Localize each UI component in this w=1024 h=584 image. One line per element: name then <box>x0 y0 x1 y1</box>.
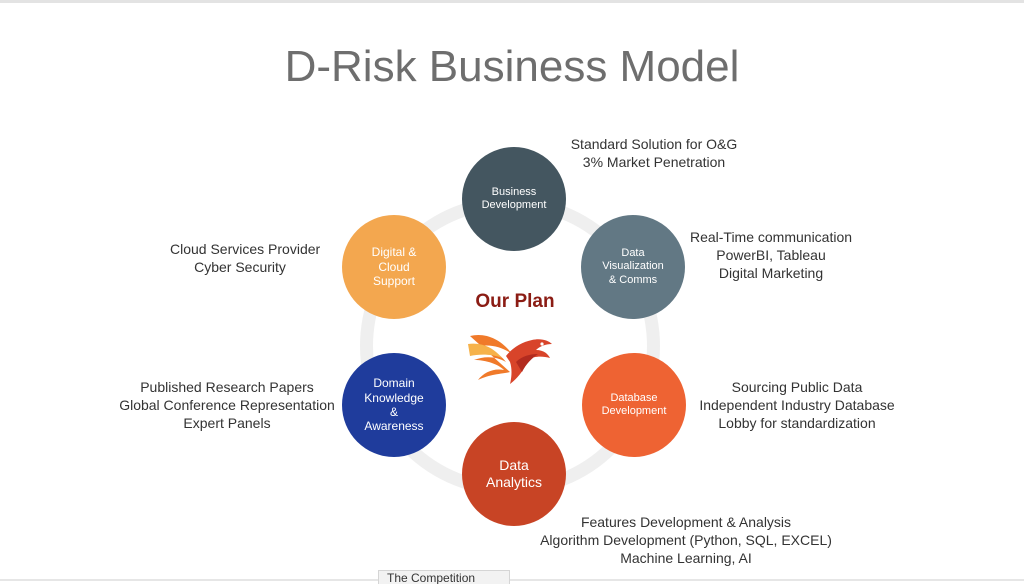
note-line: Global Conference Representation <box>119 397 335 413</box>
note-line: Cyber Security <box>194 259 286 275</box>
note-line: 3% Market Penetration <box>582 154 726 170</box>
phoenix-bird-icon <box>468 334 552 384</box>
node-data-visualization: Data Visualization & Comms <box>581 215 685 319</box>
bottom-divider <box>0 579 1024 581</box>
node-data-analytics: Data Analytics <box>462 422 566 526</box>
note-line: Independent Industry Database <box>699 397 895 413</box>
note-line: Standard Solution for O&G <box>570 136 738 152</box>
note-line: Algorithm Development (Python, SQL, EXCE… <box>540 532 832 548</box>
next-slide-tab[interactable]: The Competition <box>378 570 510 584</box>
node-business-development: Business Development <box>462 147 566 251</box>
note-digital-cloud: Cloud Services Provider Cyber Security <box>170 240 321 276</box>
note-business-development: Standard Solution for O&G 3% Market Pene… <box>560 135 748 171</box>
node-domain-knowledge: Domain Knowledge & Awareness <box>342 353 446 457</box>
center-label: Our Plan <box>475 291 555 312</box>
node-digital-cloud: Digital & Cloud Support <box>342 215 446 319</box>
note-line: Sourcing Public Data <box>731 379 863 395</box>
note-database-development: Sourcing Public Data Independent Industr… <box>690 378 904 432</box>
note-line: Real-Time communication <box>689 229 853 245</box>
node-database-development: Database Development <box>582 353 686 457</box>
note-line: Published Research Papers <box>140 379 314 395</box>
note-line: Lobby for standardization <box>718 415 876 431</box>
note-line: Features Development & Analysis <box>580 514 792 530</box>
slide-title: D-Risk Business Model <box>284 42 740 91</box>
note-line: Expert Panels <box>183 415 271 431</box>
note-data-visualization: Real-Time communication PowerBI, Tableau… <box>676 228 866 282</box>
note-line: Digital Marketing <box>718 265 824 281</box>
note-data-analytics: Features Development & Analysis Algorith… <box>536 513 836 567</box>
note-line: Machine Learning, AI <box>620 550 752 566</box>
note-domain-knowledge: Published Research Papers Global Confere… <box>110 378 344 432</box>
note-line: Cloud Services Provider <box>170 241 321 257</box>
top-border <box>0 0 1024 3</box>
note-line: PowerBI, Tableau <box>716 247 826 263</box>
